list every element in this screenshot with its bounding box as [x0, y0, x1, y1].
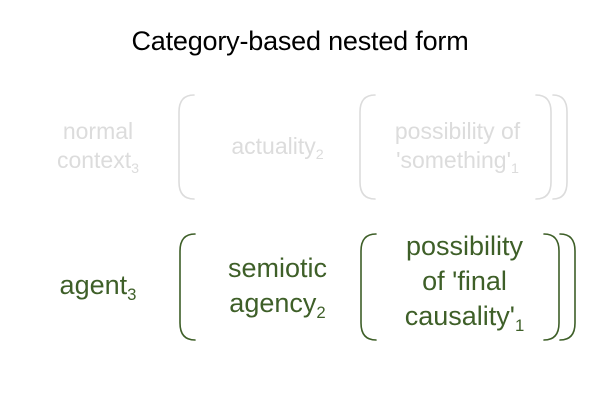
cell-line: possibility of — [394, 118, 521, 144]
subscript: 2 — [316, 302, 326, 322]
row2-inner-left-bracket — [360, 233, 377, 341]
row1-inner-left-bracket — [359, 94, 376, 200]
subscript: 2 — [315, 146, 324, 163]
cell-line-with-subscript: actuality2 — [231, 133, 324, 163]
cell-line-with-subscript: agent3 — [59, 270, 137, 304]
subscript: 3 — [127, 284, 137, 304]
row2-cell-semiotic-agency: semiotic agency2 — [195, 251, 360, 321]
cell-line: of 'final — [422, 266, 507, 296]
subscript: 1 — [514, 315, 525, 335]
row2-outer-right-bracket — [559, 233, 576, 341]
cell-line-with-subscript: context3 — [56, 147, 140, 177]
row1-cell-possibility-of-something: possibility of 'something'1 — [370, 117, 545, 177]
cell-line-with-subscript: 'something'1 — [396, 147, 519, 177]
row1-cell-actuality: actuality2 — [200, 132, 355, 163]
row1-outer-left-bracket — [178, 94, 195, 200]
row1-brackets — [178, 94, 568, 200]
row2-brackets — [179, 233, 576, 341]
cell-line: semiotic — [227, 253, 328, 283]
cell-line: possibility — [405, 231, 524, 261]
subscript: 1 — [510, 160, 519, 177]
row1-outer-right-bracket — [552, 94, 568, 200]
row1-cell-normal-context: normal context3 — [28, 117, 168, 177]
row2-cell-possibility-final-causality: possibility of 'final causality'1 — [372, 229, 557, 334]
subscript: 3 — [131, 160, 140, 177]
row2-cell-agent: agent3 — [28, 268, 168, 303]
row2-outer-left-bracket — [179, 233, 196, 341]
row1-inner-right-bracket — [535, 94, 552, 200]
row2-inner-right-bracket — [543, 233, 560, 341]
cell-line: normal — [62, 118, 134, 144]
diagram-title: Category-based nested form — [131, 26, 469, 56]
cell-line-with-subscript: agency2 — [229, 288, 326, 322]
cell-line-with-subscript: causality'1 — [404, 301, 525, 335]
